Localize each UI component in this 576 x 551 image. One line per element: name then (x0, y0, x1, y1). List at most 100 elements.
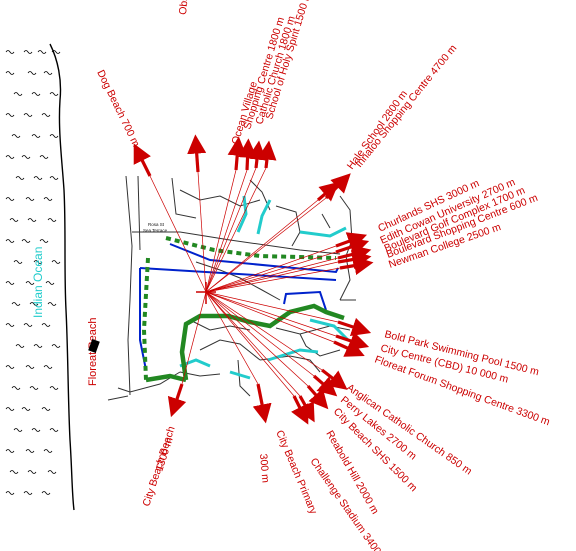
wave-mark (29, 302, 39, 306)
direction-arrow (257, 140, 277, 169)
wave-mark (15, 176, 25, 180)
direction-ray (181, 291, 207, 385)
wave-mark (25, 365, 35, 369)
wave-mark (31, 92, 41, 96)
wave-mark (5, 281, 15, 285)
direction-arrow (321, 368, 348, 390)
wave-mark (49, 176, 59, 180)
destination-label: Innaloo Shopping Centre 4700 m (353, 42, 459, 170)
direction-arrow (333, 339, 365, 357)
wave-mark (47, 470, 57, 474)
direction-ray (197, 171, 207, 293)
wave-mark (47, 302, 57, 306)
main-roads (179, 195, 350, 380)
wave-mark (47, 218, 57, 222)
wave-mark (41, 323, 51, 327)
wave-mark (13, 428, 23, 432)
wave-mark (41, 407, 51, 411)
direction-ray (205, 257, 339, 293)
wave-mark (39, 155, 49, 159)
direction-ray (205, 291, 337, 337)
wave-mark (5, 365, 15, 369)
wave-mark (49, 134, 59, 138)
direction-arrow (167, 383, 187, 418)
wave-mark (13, 260, 23, 264)
wave-mark (49, 92, 59, 96)
wave-mark (49, 428, 59, 432)
direction-arrow (227, 136, 247, 171)
road-label-b: Sea Terrace (143, 228, 168, 233)
direction-arrow (237, 138, 258, 171)
ocean-label: Indian Ocean (31, 247, 45, 318)
direction-ray (205, 199, 319, 293)
wave-mark (41, 113, 51, 117)
wave-mark (43, 365, 53, 369)
wave-mark (5, 323, 15, 327)
direction-ray (205, 291, 339, 323)
wave-mark (51, 344, 61, 348)
wave-mark (11, 386, 21, 390)
wave-mark (51, 260, 61, 264)
direction-arrow (306, 384, 329, 410)
wave-mark (23, 50, 33, 54)
coastline (49, 43, 75, 511)
wave-mark (5, 155, 15, 159)
wave-mark (9, 470, 19, 474)
beach-marker (88, 338, 100, 354)
wave-mark (23, 113, 33, 117)
wave-mark (15, 344, 25, 348)
direction-ray (205, 261, 339, 293)
wave-mark (25, 281, 35, 285)
wave-mark (37, 50, 47, 54)
ocean-waves (5, 50, 61, 495)
wave-mark (43, 449, 53, 453)
wave-mark (33, 344, 43, 348)
wave-mark (5, 50, 15, 54)
wave-mark (27, 470, 37, 474)
direction-arrow (312, 374, 338, 397)
wave-mark (11, 302, 21, 306)
wave-mark (5, 113, 15, 117)
wave-mark (11, 134, 21, 138)
wave-mark (29, 386, 39, 390)
green-dashed-route (141, 236, 337, 381)
direction-arrow (291, 395, 309, 425)
wave-mark (13, 92, 23, 96)
direction-rays (149, 167, 341, 397)
destination-label: Observation City 3900 m (177, 0, 199, 15)
wave-mark (5, 491, 15, 495)
direction-ray (205, 167, 257, 293)
direction-ray (205, 169, 248, 293)
direction-arrow (337, 317, 372, 337)
destination-labels: Dog Beach 700 mObservation City 3900 mOc… (94, 0, 551, 551)
direction-arrow (324, 173, 351, 200)
direction-arrow (316, 181, 340, 202)
wave-mark (45, 281, 55, 285)
direction-ray (205, 291, 301, 397)
wave-mark (31, 428, 41, 432)
direction-ray (205, 291, 295, 397)
green-route (145, 303, 345, 383)
direction-arrow (133, 143, 152, 177)
direction-ray (205, 169, 237, 293)
wave-mark (21, 155, 31, 159)
wave-mark (5, 197, 15, 201)
wave-mark (27, 218, 37, 222)
wave-mark (49, 386, 59, 390)
direction-ray (205, 251, 337, 293)
wave-mark (21, 239, 31, 243)
direction-ray (205, 291, 315, 377)
wave-mark (9, 218, 19, 222)
wave-mark (43, 197, 53, 201)
wave-mark (41, 491, 51, 495)
wave-mark (43, 71, 53, 75)
direction-ray (205, 197, 327, 293)
wave-mark (25, 449, 35, 453)
wave-mark (39, 239, 49, 243)
direction-ray (205, 245, 337, 293)
direction-arrow (187, 134, 207, 173)
wave-mark (25, 197, 35, 201)
wave-mark (5, 71, 15, 75)
direction-arrow (339, 256, 374, 276)
road-label-a: Rosa St (148, 222, 165, 227)
